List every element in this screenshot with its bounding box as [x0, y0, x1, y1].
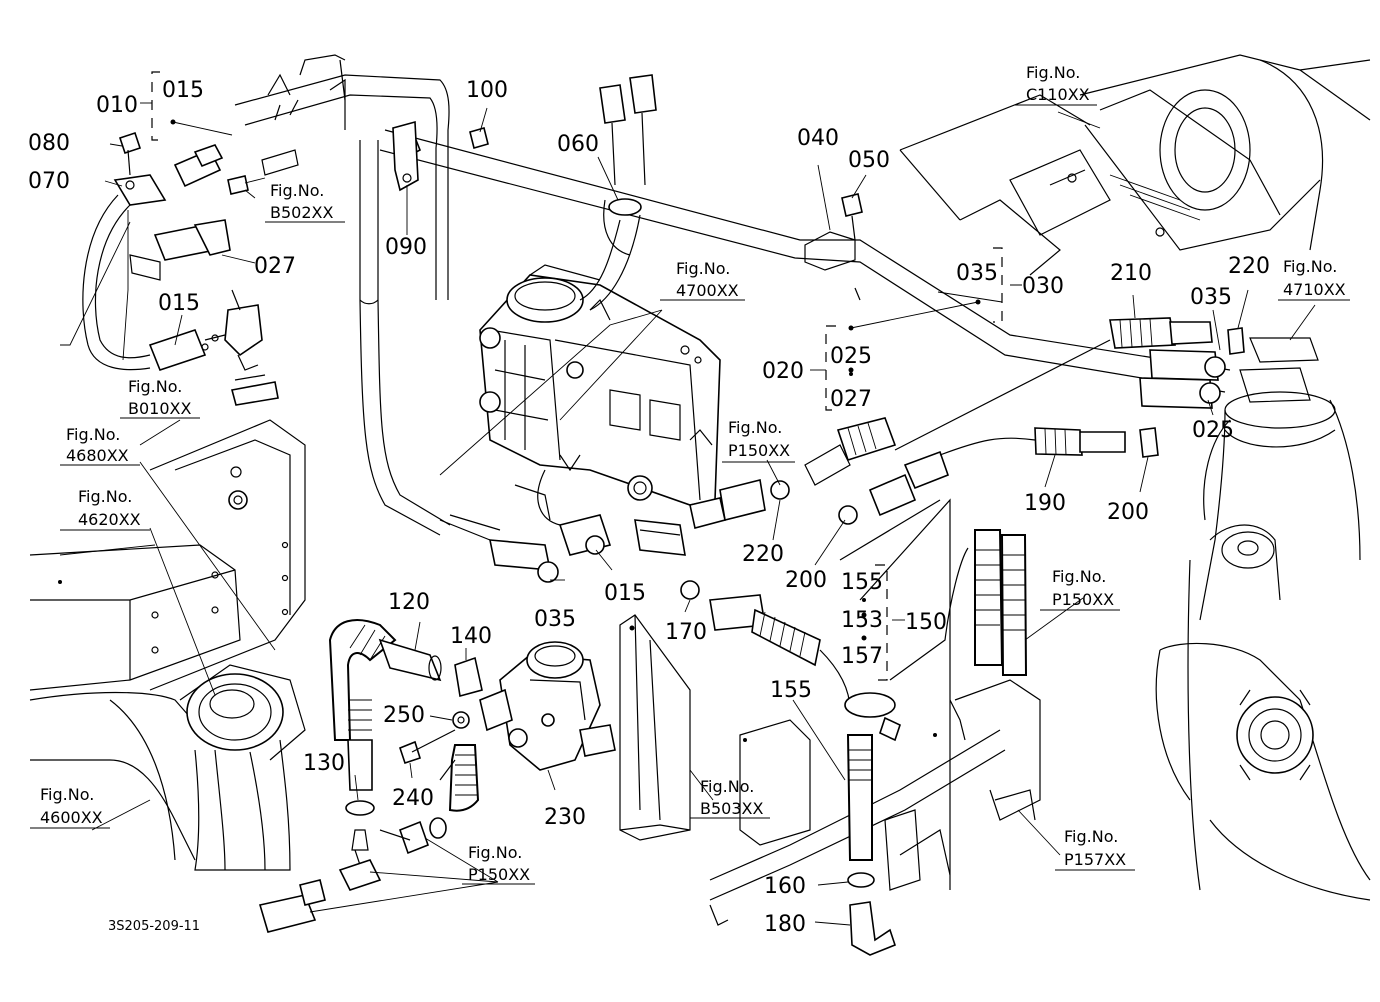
fig-ref-4700-code: 4700XX: [676, 281, 739, 300]
fig-ref-P157-code: P157XX: [1064, 850, 1126, 869]
mounting-brackets: [619, 498, 1041, 956]
fig-ref-P157-label: Fig.No.: [1064, 827, 1118, 846]
part-label-170: 170: [665, 620, 707, 645]
leader-lines: [59, 102, 1316, 926]
fig-ref-4600-code: 4600XX: [40, 808, 103, 827]
part-label-100: 100: [466, 78, 508, 103]
fig-ref-P150-label: Fig.No.: [1052, 567, 1106, 586]
part-label-027: 027: [254, 254, 296, 279]
assembly-dots: [170, 119, 981, 641]
part-label-230: 230: [544, 805, 586, 830]
part-label-035: 035: [1190, 285, 1232, 310]
part-label-025: 025: [830, 344, 872, 369]
fig-ref-4620-label: Fig.No.: [78, 487, 132, 506]
fig-ref-4680-code: 4680XX: [66, 446, 129, 465]
part-label-160: 160: [764, 874, 806, 899]
part-label-200: 200: [785, 568, 827, 593]
part-label-015: 015: [604, 581, 646, 606]
part-label-150: 150: [905, 610, 947, 635]
fig-ref-B502-code: B502XX: [270, 203, 333, 222]
fig-ref-P150-code: P150XX: [468, 865, 530, 884]
part-label-060: 060: [557, 132, 599, 157]
fuel-pump-assembly: [479, 264, 721, 506]
part-label-250: 250: [383, 703, 425, 728]
fig-ref-P150-code: P150XX: [1052, 590, 1114, 609]
part-label-030: 030: [1022, 274, 1064, 299]
part-number-labels: 010 015 080 070 027 015 100 060 090 040 …: [28, 78, 1270, 937]
fig-ref-4710-label: Fig.No.: [1283, 257, 1337, 276]
fig-ref-4700-label: Fig.No.: [676, 259, 730, 278]
part-label-190: 190: [1024, 491, 1066, 516]
part-label-070: 070: [28, 169, 70, 194]
part-label-050: 050: [848, 148, 890, 173]
part-label-040: 040: [797, 126, 839, 151]
part-label-200: 200: [1107, 500, 1149, 525]
part-label-080: 080: [28, 131, 70, 156]
part-label-027: 027: [830, 387, 872, 412]
fig-ref-P150-label: Fig.No.: [468, 843, 522, 862]
part-label-015: 015: [162, 78, 204, 103]
part-label-155: 155: [841, 570, 883, 595]
fig-ref-4710-code: 4710XX: [1283, 280, 1346, 299]
fig-ref-P150-code: P150XX: [728, 441, 790, 460]
part-label-210: 210: [1110, 261, 1152, 286]
fig-ref-B502-label: Fig.No.: [270, 181, 324, 200]
group-brackets: [151, 71, 1003, 681]
fig-reference-labels: Fig.No. B502XX Fig.No. B010XX Fig.No. 46…: [40, 63, 1346, 884]
part-label-153: 153: [841, 608, 883, 633]
fig-ref-underlines: [30, 104, 1350, 885]
part-label-020: 020: [762, 359, 804, 384]
fig-ref-B503-code: B503XX: [700, 799, 763, 818]
stack-separators: [849, 372, 866, 640]
fig-ref-B503-label: Fig.No.: [700, 777, 754, 796]
fig-ref-4620-code: 4620XX: [78, 510, 141, 529]
part-label-130: 130: [303, 751, 345, 776]
drawing-code: 3S205-209-11: [108, 919, 200, 934]
part-label-140: 140: [450, 624, 492, 649]
fig-ref-C110-code: C110XX: [1026, 85, 1090, 104]
fig-ref-4680-label: Fig.No.: [66, 425, 120, 444]
part-label-155: 155: [770, 678, 812, 703]
part-label-035: 035: [534, 607, 576, 632]
fig-ref-B010-label: Fig.No.: [128, 377, 182, 396]
hose-connectors: [113, 74, 1319, 711]
part-label-220: 220: [1228, 254, 1270, 279]
lower-hoses-and-valve: [258, 619, 616, 933]
fig-ref-B010-code: B010XX: [128, 399, 191, 418]
part-label-220: 220: [742, 542, 784, 567]
engine-housing-drawing: [899, 54, 1371, 901]
fig-ref-4600-label: Fig.No.: [40, 785, 94, 804]
part-label-025: 025: [1192, 418, 1234, 443]
part-label-120: 120: [388, 590, 430, 615]
fig-ref-P150-label: Fig.No.: [728, 418, 782, 437]
part-label-035: 035: [956, 261, 998, 286]
part-label-010: 010: [96, 93, 138, 118]
part-label-090: 090: [385, 235, 427, 260]
part-label-180: 180: [764, 912, 806, 937]
part-label-157: 157: [841, 644, 883, 669]
part-label-015: 015: [158, 291, 200, 316]
part-label-240: 240: [392, 786, 434, 811]
chassis-frame-drawing: [29, 419, 306, 871]
fig-ref-C110-label: Fig.No.: [1026, 63, 1080, 82]
